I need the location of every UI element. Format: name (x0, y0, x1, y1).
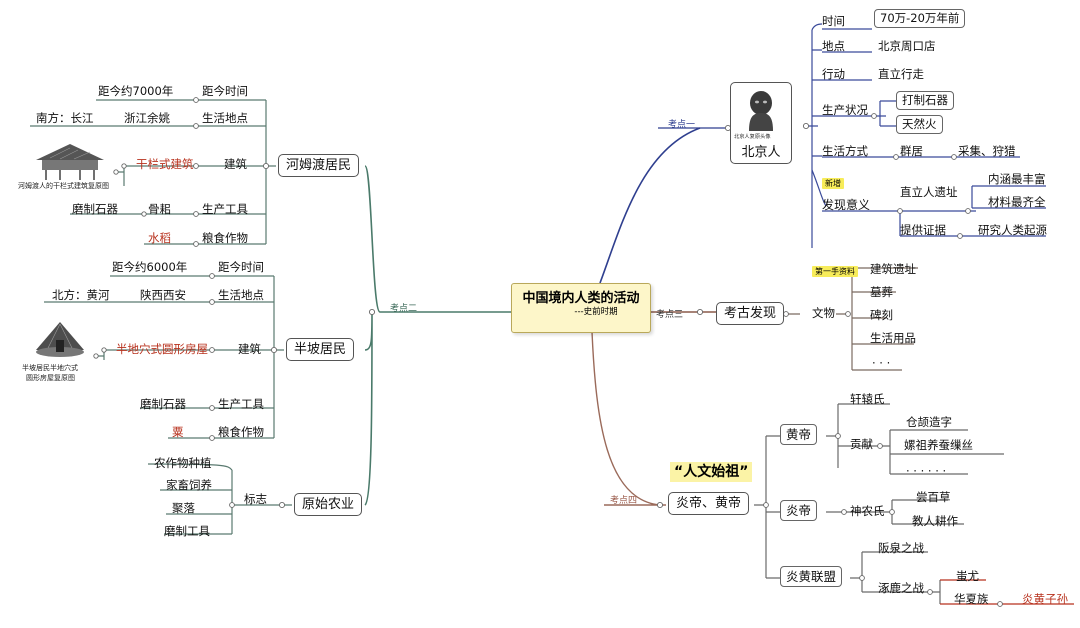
archaeology-node[interactable]: 考古发现 (716, 302, 785, 325)
round-house-caption-1: 半坡居民半地穴式 (22, 364, 78, 372)
hemudu-crop-value: 水稻 (148, 231, 171, 245)
contribution-label: 贡献 (850, 437, 873, 451)
center-title: 中国境内人类的活动 (522, 291, 640, 306)
banpo-place-value: 陕西西安 (140, 288, 186, 302)
pm-sig-b1: 研究人类起源 (978, 223, 1047, 237)
relic-item-4: 生活用品 (870, 331, 916, 345)
pm-sig-a: 直立人遗址 (900, 185, 958, 199)
pm-sig-b: 提供证据 (900, 223, 946, 237)
round-house-illustration-icon (36, 322, 84, 357)
relic-item-3: 碑刻 (870, 308, 893, 322)
banpo-time-label: 距今时间 (218, 260, 264, 274)
center-subtitle: ---史前时期 (574, 307, 618, 317)
stilt-house-caption: 河姆渡人的干栏式建筑复原图 (18, 182, 109, 190)
pm-time-label: 时间 (822, 14, 845, 28)
agriculture-node[interactable]: 原始农业 (294, 493, 363, 516)
banpo-crop-label: 粮食作物 (218, 425, 264, 439)
peking-man-label: 北京人 (741, 145, 781, 160)
relic-label: 文物 (812, 306, 835, 320)
center-topic[interactable]: 中国境内人类的活动 ---史前时期 (511, 283, 651, 333)
contribution-1: 仓颉造字 (906, 415, 952, 429)
pm-production-v1[interactable]: 打制石器 (896, 91, 954, 110)
agri-item-4: 磨制工具 (164, 524, 210, 538)
pm-time-value[interactable]: 70万-20万年前 (874, 9, 966, 28)
banpo-tool-value: 磨制石器 (140, 397, 186, 411)
pm-life-v2: 采集、狩猎 (958, 144, 1016, 158)
contribution-2: 嫘祖养蚕缫丝 (904, 438, 973, 452)
hemudu-tool-v2: 磨制石器 (72, 202, 118, 216)
hemudu-place-label: 生活地点 (202, 111, 248, 125)
pm-walk-value: 直立行走 (878, 67, 924, 81)
banpo-crop-value: 粟 (172, 425, 184, 439)
round-house-caption-2: 圆形房屋复原图 (26, 374, 75, 382)
hemudu-tool-v1: 骨耜 (148, 202, 171, 216)
pm-life-label: 生活方式 (822, 144, 868, 158)
hemudu-node[interactable]: 河姆渡居民 (278, 154, 360, 177)
zhuolu-battle: 涿鹿之战 (878, 581, 924, 595)
exam-point-3: 考点三 (656, 310, 684, 320)
first-hand-tag: 第一手资料 (812, 266, 858, 277)
peking-man-caption: 北京人复原头像 (733, 134, 771, 140)
banpo-region: 北方：黄河 (52, 288, 110, 302)
banpo-building-value: 半地穴式圆形房屋 (116, 342, 208, 356)
pm-new-tag: 新增 (822, 178, 844, 189)
banpo-building-label: 建筑 (238, 342, 261, 356)
agri-item-1: 农作物种植 (154, 456, 212, 470)
shennong-2: 教人耕作 (912, 514, 958, 528)
pm-production-v2[interactable]: 天然火 (896, 115, 943, 134)
hemudu-crop-label: 粮食作物 (202, 231, 248, 245)
exam-point-4: 考点四 (610, 496, 638, 506)
agri-item-2: 家畜饲养 (166, 478, 212, 492)
shennong-1: 尝百草 (916, 490, 951, 504)
pm-production-label: 生产状况 (822, 103, 868, 117)
hemudu-time-value: 距今约7000年 (98, 84, 174, 98)
peking-man-portrait-icon (749, 91, 773, 131)
pm-sig-a2: 材料最齐全 (988, 195, 1046, 209)
banpo-place-label: 生活地点 (218, 288, 264, 302)
peking-man-node[interactable]: 北京人复原头像 北京人 (730, 82, 792, 164)
relic-item-5: · · · (872, 356, 891, 370)
pm-life-v1: 群居 (900, 144, 923, 158)
pm-walk-label: 行动 (822, 67, 845, 81)
hemudu-tool-label: 生产工具 (202, 202, 248, 216)
hemudu-building-value: 干栏式建筑 (136, 157, 194, 171)
pm-place-value: 北京周口店 (878, 39, 936, 53)
hemudu-region: 南方：长江 (36, 111, 94, 125)
cultural-ancestor-headline: “人文始祖” (670, 462, 753, 482)
agri-item-3: 聚落 (172, 501, 195, 515)
chiyou-label: 蚩尤 (956, 569, 979, 583)
contribution-3: · · · · · · (906, 464, 947, 478)
hemudu-building-label: 建筑 (224, 157, 247, 171)
agriculture-mark-label: 标志 (244, 492, 267, 506)
banquan-battle: 阪泉之战 (878, 541, 924, 555)
relic-item-1: 建筑遗址 (870, 262, 916, 276)
yandi-node[interactable]: 炎帝 (780, 500, 818, 521)
hemudu-place-value: 浙江余姚 (124, 111, 170, 125)
yan-huang-node[interactable]: 炎帝、黄帝 (668, 492, 750, 515)
pm-sig-a1: 内涵最丰富 (988, 172, 1046, 186)
relic-item-2: 墓葬 (870, 285, 893, 299)
descendants-label: 炎黄子孙 (1022, 592, 1068, 606)
banpo-node[interactable]: 半坡居民 (286, 338, 355, 361)
pm-place-label: 地点 (822, 39, 845, 53)
alliance-node[interactable]: 炎黄联盟 (780, 566, 843, 587)
hemudu-time-label: 距今时间 (202, 84, 248, 98)
xuanyuan-label: 轩辕氏 (850, 392, 885, 406)
banpo-time-value: 距今约6000年 (112, 260, 188, 274)
huangdi-node[interactable]: 黄帝 (780, 424, 818, 445)
exam-point-2: 考点二 (390, 304, 418, 314)
banpo-tool-label: 生产工具 (218, 397, 264, 411)
pm-significance-label: 发现意义 (822, 198, 871, 212)
shennong-label: 神农氏 (850, 504, 885, 518)
huaxia-label: 华夏族 (954, 592, 989, 606)
exam-point-1: 考点一 (668, 120, 696, 130)
stilt-house-illustration-icon (36, 144, 104, 180)
